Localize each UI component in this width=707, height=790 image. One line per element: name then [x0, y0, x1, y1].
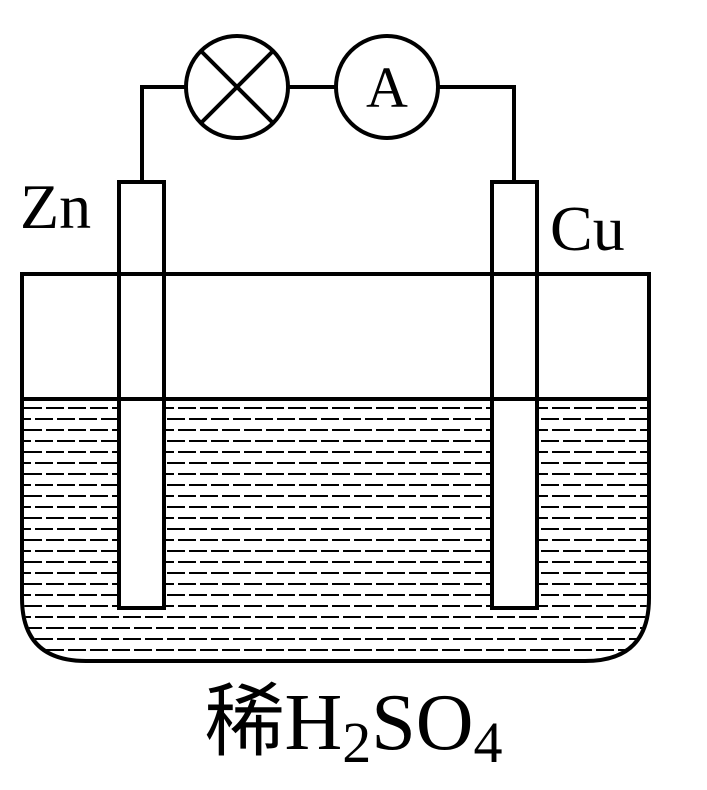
copper-electrode — [490, 180, 539, 610]
zinc-electrode — [117, 180, 166, 610]
electrolyte-liquid — [22, 397, 649, 660]
ammeter-label: A — [366, 55, 408, 120]
anode-label: Zn — [20, 171, 91, 242]
beaker — [20, 272, 651, 663]
ammeter: A — [334, 34, 440, 140]
wire-left — [140, 85, 186, 182]
cathode-label: Cu — [550, 193, 625, 264]
electrolyte-label: 稀H2SO4 — [204, 679, 503, 775]
lamp-icon — [184, 34, 290, 140]
wire-right — [438, 85, 516, 182]
